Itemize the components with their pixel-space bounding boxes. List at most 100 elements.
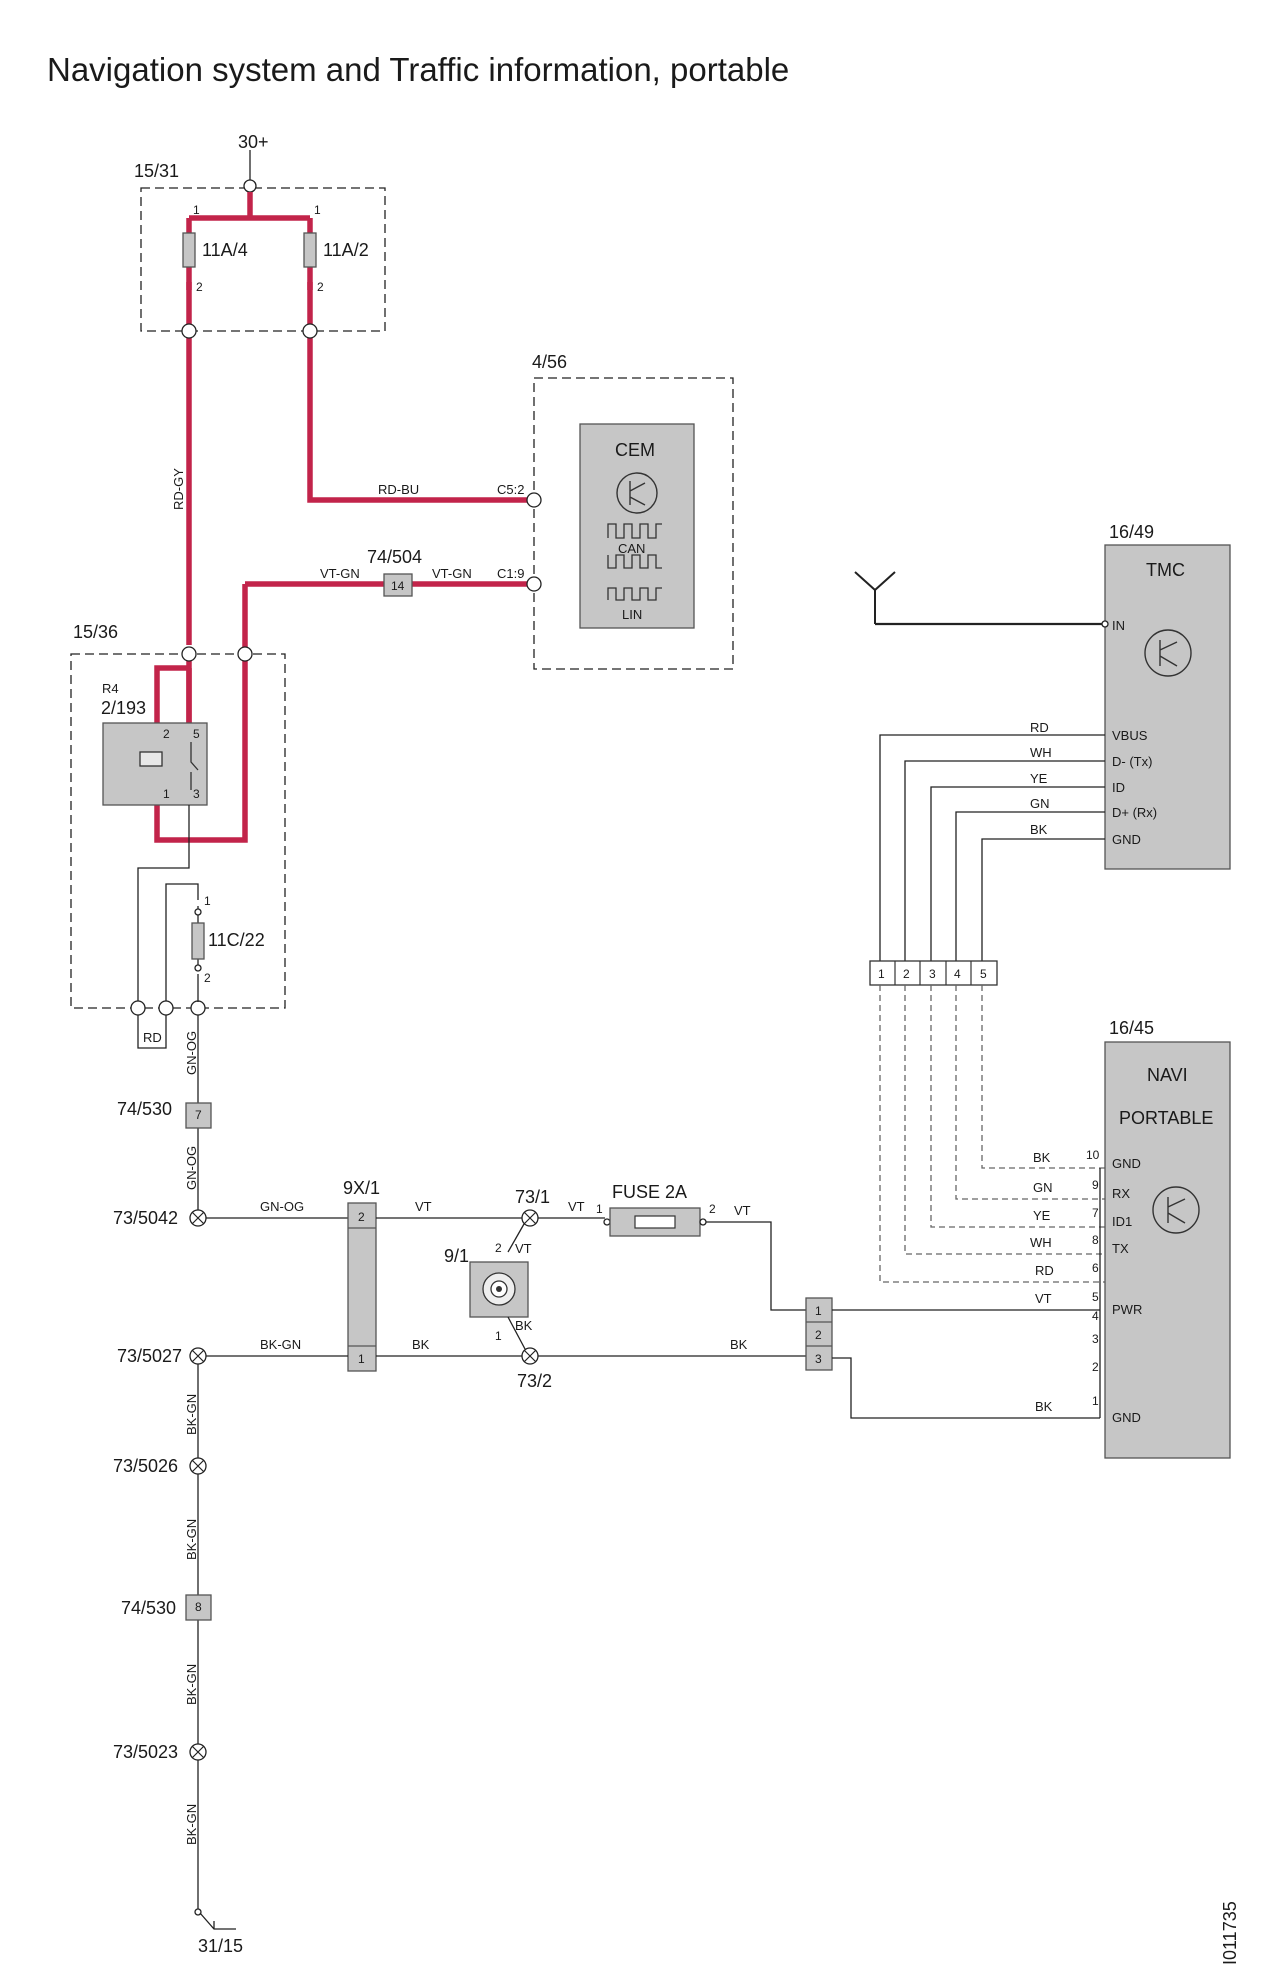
fusebox-15-36-wires: 11C/22 1 2 RD bbox=[130, 805, 265, 1049]
fuse-11c22-pin2: 2 bbox=[204, 971, 211, 985]
navi-pin10-wire: BK bbox=[1033, 1150, 1051, 1165]
navi-pin1-label: GND bbox=[1112, 1410, 1141, 1425]
bus-conn-pin5: 5 bbox=[980, 967, 987, 981]
splice-73-5042-label: 73/5042 bbox=[113, 1208, 178, 1228]
wire-vt-5-label: VT bbox=[1035, 1291, 1052, 1306]
tmc-pin-vbus: VBUS bbox=[1112, 728, 1148, 743]
fuse-11a4-label: 11A/4 bbox=[202, 240, 248, 260]
connector-9x1-pin2: 2 bbox=[358, 1210, 365, 1224]
wire-rd-bu-label: RD-BU bbox=[378, 482, 419, 497]
bus-conn-pin2: 2 bbox=[903, 967, 910, 981]
connector-74-530-bottom-pin: 8 bbox=[195, 1600, 202, 1614]
navi-conn-pin2: 2 bbox=[815, 1328, 822, 1342]
navi-pin5-num: 5 bbox=[1092, 1290, 1099, 1304]
fuse-11a2-pin1: 1 bbox=[314, 203, 321, 217]
relay-coil-icon bbox=[139, 751, 163, 767]
wire-bk-gn-1-label: BK-GN bbox=[260, 1337, 301, 1352]
fuse-2a-pin1: 1 bbox=[596, 1202, 603, 1216]
bus-conn-pin3: 3 bbox=[929, 967, 936, 981]
wire-rd-label: RD bbox=[143, 1030, 162, 1045]
navi-pin1-num: 1 bbox=[1092, 1394, 1099, 1408]
bus-conn-pin4: 4 bbox=[954, 967, 961, 981]
fuse-11a4: 11A/4 1 2 bbox=[181, 203, 248, 339]
tmc-pin-dminus: D- (Tx) bbox=[1112, 754, 1152, 769]
navi-power-connector: 1 2 3 bbox=[805, 1297, 833, 1371]
tmc-pin-gnd: GND bbox=[1112, 832, 1141, 847]
ground-31-15-label: 31/15 bbox=[198, 1936, 243, 1956]
navi-pin4-num: 4 bbox=[1092, 1309, 1099, 1323]
navi-pin7-num: 7 bbox=[1092, 1206, 1099, 1220]
navi-pin7-label: ID1 bbox=[1112, 1214, 1132, 1229]
can-waveform-icon bbox=[607, 523, 662, 539]
tmc-wire-rd: RD bbox=[1030, 720, 1049, 735]
wire-bk-gn-3-label: BK-GN bbox=[184, 1519, 199, 1560]
fuse-2a: FUSE 2A 1 2 bbox=[596, 1182, 716, 1237]
cem-title: CEM bbox=[615, 440, 655, 460]
connector-9x1: 9X/1 2 1 bbox=[343, 1178, 380, 1372]
tmc-wire-bk: BK bbox=[1030, 822, 1048, 837]
splice-73-5026: 73/5026 bbox=[113, 1456, 207, 1476]
wire-vt-4-label: VT bbox=[515, 1241, 532, 1256]
fuse-11a2-label: 11A/2 bbox=[323, 240, 369, 260]
navi-pin6-wire: RD bbox=[1035, 1263, 1054, 1278]
fuse-11a2-pin2: 2 bbox=[317, 280, 324, 294]
wire-rd-gy-label: RD-GY bbox=[171, 468, 186, 510]
relay-pin2: 2 bbox=[163, 727, 170, 741]
splice-73-1-label: 73/1 bbox=[515, 1187, 550, 1207]
connector-9x1-label: 9X/1 bbox=[343, 1178, 380, 1198]
navi-bus-wires bbox=[879, 985, 1105, 1283]
fusebox-15-36-label: 15/36 bbox=[73, 622, 118, 642]
tmc-wire-wh: WH bbox=[1030, 745, 1052, 760]
tmc-pin-dplus: D+ (Rx) bbox=[1112, 805, 1157, 820]
splice-73-2: 73/2 bbox=[517, 1347, 552, 1391]
wire-gn-og-3-label: GN-OG bbox=[260, 1199, 304, 1214]
bus-conn-pin1: 1 bbox=[878, 967, 885, 981]
connector-74-504-label: 74/504 bbox=[367, 547, 422, 567]
navi-portable-module: 16/45 NAVI PORTABLE bbox=[1099, 1018, 1231, 1459]
wire-bk-navi-gnd-label: BK bbox=[1035, 1399, 1053, 1414]
antenna-icon bbox=[854, 571, 1102, 626]
wire-vt-2-label: VT bbox=[568, 1199, 585, 1214]
navi-pin6-num: 6 bbox=[1092, 1261, 1099, 1275]
fusebox-15-36: 15/36 R4 2/193 2 5 1 3 bbox=[70, 622, 286, 1009]
navi-pin9-num: 9 bbox=[1092, 1178, 1099, 1192]
fusebox-15-31: 15/31 30+ bbox=[134, 132, 386, 332]
wire-bk-gn-4-label: BK-GN bbox=[184, 1664, 199, 1705]
navi-pin5-label: PWR bbox=[1112, 1302, 1142, 1317]
tmc-bus-wires: RD WH YE GN BK VBUS D- (Tx) ID D+ (Rx) G… bbox=[879, 720, 1157, 961]
connector-74-530-top: 7 74/530 bbox=[117, 1099, 212, 1129]
bus-connector: 1 2 3 4 5 bbox=[869, 960, 998, 986]
tmc-module: 16/49 TMC IN bbox=[1101, 522, 1231, 870]
cem-module: 4/56 CEM CAN LIN bbox=[526, 352, 734, 670]
navi-transistor-icon bbox=[1152, 1186, 1200, 1234]
ground-31-15: 31/15 bbox=[194, 1908, 243, 1956]
wire-vt-1-label: VT bbox=[415, 1199, 432, 1214]
lin-waveform-icon bbox=[607, 587, 662, 601]
pin-c5-2-label: C5:2 bbox=[497, 482, 524, 497]
splice-73-5042: 73/5042 bbox=[113, 1208, 207, 1228]
splice-73-1: 73/1 bbox=[515, 1187, 550, 1227]
connector-74-530-top-pin: 7 bbox=[195, 1108, 202, 1122]
navi-pin10-num: 10 bbox=[1086, 1148, 1100, 1162]
navi-pin2-num: 2 bbox=[1092, 1360, 1099, 1374]
fuse-2a-label: FUSE 2A bbox=[612, 1182, 687, 1202]
tmc-title: TMC bbox=[1146, 560, 1185, 580]
relay-id-label: 2/193 bbox=[101, 698, 146, 718]
tmc-pin-in: IN bbox=[1112, 618, 1125, 633]
splice-73-5027-label: 73/5027 bbox=[117, 1346, 182, 1366]
cem-transistor-icon bbox=[616, 472, 658, 514]
page-title: Navigation system and Traffic informatio… bbox=[47, 51, 789, 88]
relay-pin3: 3 bbox=[193, 787, 200, 801]
navi-box-label: 16/45 bbox=[1109, 1018, 1154, 1038]
fuse-11a4-pin1: 1 bbox=[193, 203, 200, 217]
wire-gn-og-2-label: GN-OG bbox=[184, 1146, 199, 1190]
connector-74-504-pin: 14 bbox=[391, 579, 405, 593]
wire-bk-gn-2-label: BK-GN bbox=[184, 1394, 199, 1435]
antenna-socket-label: 9/1 bbox=[444, 1246, 469, 1266]
cem-can-label: CAN bbox=[618, 541, 645, 556]
navi-pin3-num: 3 bbox=[1092, 1332, 1099, 1346]
navi-pin10-label: GND bbox=[1112, 1156, 1141, 1171]
antenna-pin2: 2 bbox=[495, 1241, 502, 1255]
fuse-11c22-label: 11C/22 bbox=[208, 930, 265, 950]
fuse-11a2: 11A/2 1 2 bbox=[302, 203, 369, 339]
